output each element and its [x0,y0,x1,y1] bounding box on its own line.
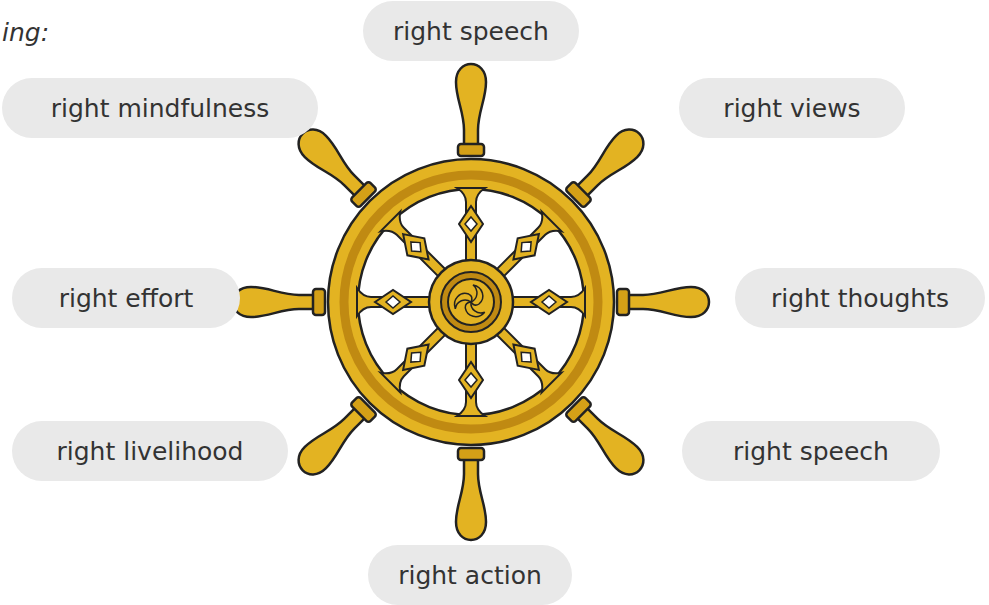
step-label: right thoughts [771,284,949,313]
pill-box: right effort [12,268,240,328]
pill-box: right livelihood [12,421,288,481]
wheel-figure [233,64,709,540]
pill-box: right views [679,78,905,138]
pill-box: right speech [363,1,579,61]
step-label: right speech [733,437,889,466]
wheel-spokes [357,188,585,416]
step-label: right speech [393,17,549,46]
step-label: right views [723,94,860,123]
pill-box: right speech [682,421,940,481]
step-label: right effort [59,284,194,313]
wheel-rim [328,159,614,445]
step-label: right action [398,561,542,590]
pill-box: right action [368,545,572,605]
wheel-handles [233,64,709,540]
heading-fragment: ing: [2,18,49,47]
pill-box: right mindfulness [2,78,318,138]
pill-box: right thoughts [735,268,985,328]
wheel-hub [429,260,513,344]
step-label: right livelihood [57,437,244,466]
step-label: right mindfulness [51,94,270,123]
